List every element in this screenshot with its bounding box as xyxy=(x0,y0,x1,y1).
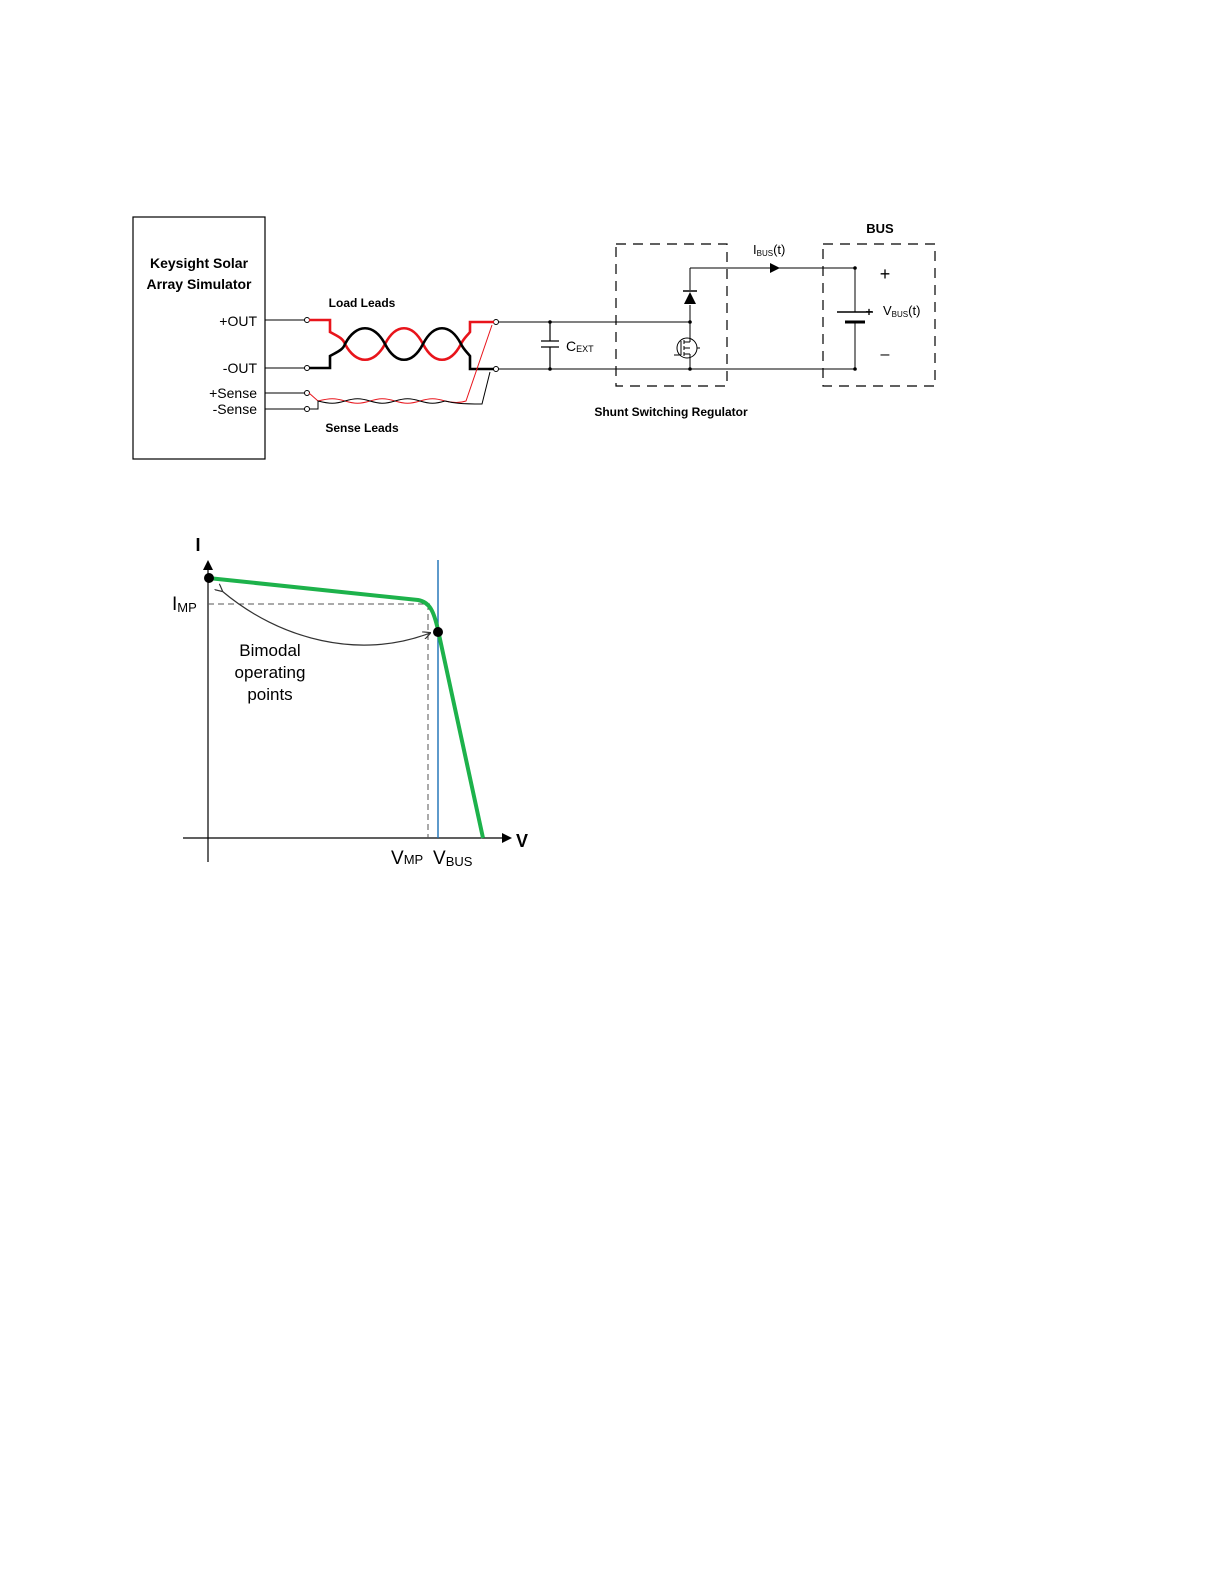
imp-label: IMP xyxy=(172,594,197,615)
simulator-title-line2: Array Simulator xyxy=(146,276,252,292)
regulator-internals xyxy=(690,268,855,369)
simulator-title-line1: Keysight Solar xyxy=(150,255,249,271)
bus-minus-sign: – xyxy=(881,346,890,363)
sense-minus-label: -Sense xyxy=(213,401,258,417)
bus-title: BUS xyxy=(866,221,894,236)
diode-icon xyxy=(683,291,697,304)
simulator-box xyxy=(133,217,265,459)
sense-leads-label: Sense Leads xyxy=(325,421,399,435)
out-minus-label: -OUT xyxy=(223,360,258,376)
regulator-label: Shunt Switching Regulator xyxy=(594,405,748,419)
load-leads xyxy=(309,320,494,369)
terminal-wires xyxy=(265,320,305,409)
vbus-label: VBUS xyxy=(433,848,473,869)
bus-plus-sign: + xyxy=(880,264,891,284)
operating-point-current-source xyxy=(204,573,214,583)
annotation-line3: points xyxy=(247,685,292,704)
cext-capacitor xyxy=(541,322,559,369)
y-axis-label: I xyxy=(195,535,200,555)
annotation-line2: operating xyxy=(235,663,306,682)
ibus-label: IBUS(t) xyxy=(753,242,785,258)
circuit-diagram: Keysight Solar Array Simulator +OUT -OUT… xyxy=(133,217,935,459)
annotation-line1: Bimodal xyxy=(239,641,300,660)
regulator-box xyxy=(616,244,727,386)
vbus-t-label: VBUS(t) xyxy=(883,303,920,319)
battery-plus-sign: + xyxy=(865,305,872,319)
sense-plus-label: +Sense xyxy=(209,385,257,401)
cext-label: CEXT xyxy=(566,338,594,354)
iv-curve xyxy=(208,578,483,838)
out-plus-label: +OUT xyxy=(219,313,257,329)
iv-curve-chart: I V Bimodal operating points IMP VMP VBU… xyxy=(172,535,528,869)
sense-lead-black xyxy=(309,372,490,409)
vmp-label: VMP xyxy=(391,848,423,869)
mosfet-icon xyxy=(674,338,700,358)
main-rails xyxy=(498,322,855,369)
load-leads-label: Load Leads xyxy=(329,296,396,310)
operating-point-voltage-source xyxy=(433,627,443,637)
x-axis-label: V xyxy=(516,831,528,851)
